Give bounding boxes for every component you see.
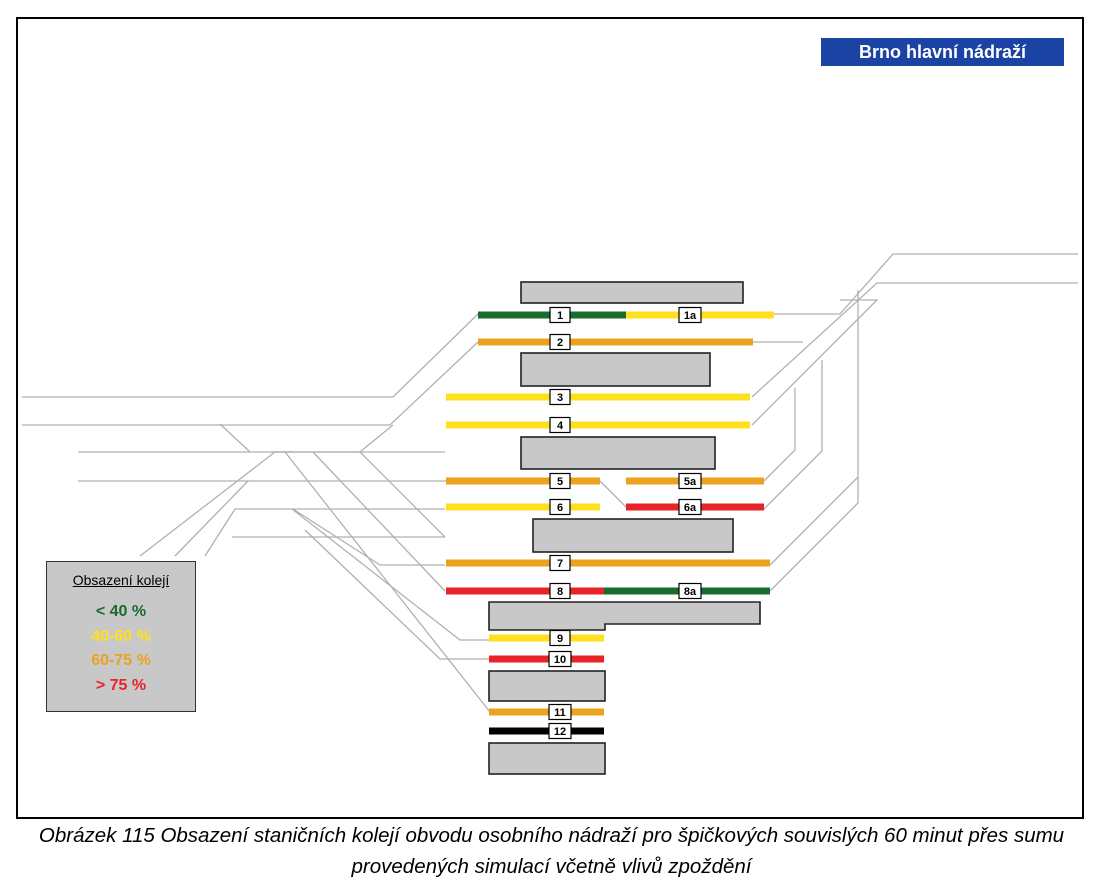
- track-1a-label-box: [678, 306, 702, 324]
- track-9-label-box: [549, 629, 571, 647]
- connecting-line: [769, 476, 859, 566]
- platform: [520, 281, 744, 304]
- connecting-line: [599, 480, 629, 510]
- track-4-label-box: [549, 416, 571, 434]
- track-3-label-box: [549, 388, 571, 406]
- figure-caption: Obrázek 115 Obsazení staničních kolejí o…: [38, 824, 1065, 878]
- connecting-line: [772, 253, 1078, 315]
- track-1-label: 1: [557, 310, 563, 322]
- connecting-line: [751, 299, 879, 426]
- platforms: [488, 281, 761, 775]
- connecting-line: [292, 508, 445, 566]
- track-6a-label-box: [678, 498, 702, 516]
- connecting-line: [219, 423, 251, 453]
- station-title-background: [821, 38, 1064, 66]
- track-5a-label: 5a: [684, 476, 697, 488]
- track-9-label: 9: [557, 633, 563, 645]
- connecting-line: [304, 529, 490, 660]
- legend-item-over-75: > 75 %: [95, 676, 147, 694]
- connecting-line: [763, 388, 796, 482]
- track-12-label-box: [548, 722, 572, 740]
- connecting-line: [284, 451, 491, 713]
- track-8a-label-box: [678, 582, 702, 600]
- connecting-line: [359, 451, 446, 538]
- track-11-label-box: [548, 703, 572, 721]
- track-5-label: 5: [557, 476, 563, 488]
- track-7-label-box: [549, 554, 571, 572]
- platform: [488, 742, 606, 775]
- platform: [488, 670, 606, 702]
- connecting-line: [769, 290, 859, 592]
- legend-item-under-40: < 40 %: [95, 603, 147, 620]
- connecting-line: [763, 360, 823, 510]
- track-12-label: 12: [554, 726, 566, 738]
- connecting-line: [312, 451, 446, 592]
- track-5a-label-box: [678, 472, 702, 490]
- platform: [532, 518, 734, 553]
- legend-item-40-60: 40-60 %: [91, 627, 151, 645]
- connecting-line: [204, 508, 445, 557]
- track-10-label-box: [548, 650, 572, 668]
- connecting-line: [291, 508, 490, 641]
- connecting-line: [22, 341, 479, 426]
- track-7-label: 7: [557, 558, 563, 570]
- connecting-line: [174, 480, 249, 557]
- track-6-label-box: [549, 498, 571, 516]
- track-4-label: 4: [557, 420, 564, 432]
- track-10-label: 10: [554, 654, 566, 666]
- legend: Obsazení kolejí < 40 % 40-60 % 60-75 % >…: [46, 561, 196, 712]
- connecting-line: [22, 313, 479, 398]
- platform: [520, 352, 711, 387]
- track-2-label: 2: [557, 337, 563, 349]
- track-3-label: 3: [557, 392, 563, 404]
- track-2-label-box: [549, 333, 571, 351]
- track-8a-label: 8a: [684, 586, 697, 598]
- track-6-label: 6: [557, 502, 563, 514]
- connecting-line: [751, 282, 1078, 398]
- platform: [488, 601, 761, 631]
- legend-item-60-75: 60-75 %: [91, 652, 151, 669]
- tracks: 1 1a 2 3 4 5 5a 6 6a 7 8 8a 9 10 11 12: [446, 306, 774, 740]
- platform: [520, 436, 716, 470]
- track-8-label: 8: [557, 586, 563, 598]
- track-5-label-box: [549, 472, 571, 490]
- station-title: Brno hlavní nádraží: [858, 42, 1027, 62]
- track-8-label-box: [549, 582, 571, 600]
- track-11-label: 11: [554, 707, 566, 719]
- track-1-label-box: [549, 306, 571, 324]
- connecting-lines: [22, 253, 1078, 713]
- legend-title: Obsazení kolejí: [72, 572, 170, 588]
- track-1a-label: 1a: [684, 310, 697, 322]
- track-6a-label: 6a: [684, 502, 697, 514]
- connecting-line: [139, 451, 293, 557]
